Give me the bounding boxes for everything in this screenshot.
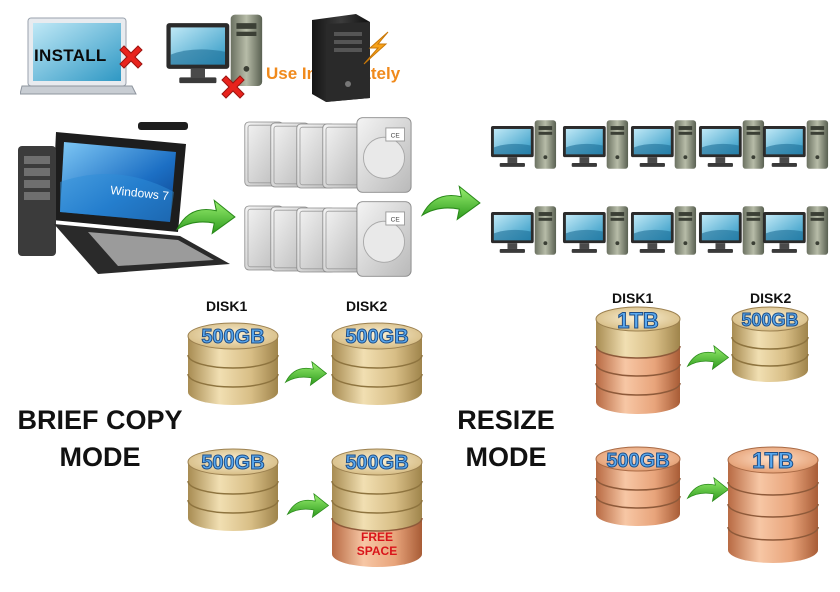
arrow-icon — [686, 344, 730, 374]
hard-disk-stack-top — [244, 114, 424, 198]
rugged-laptop-illustration: Windows 7 — [18, 122, 232, 282]
brief-mode-line2: MODE — [59, 442, 141, 472]
free-label-line1: FREE — [360, 530, 393, 544]
desktop-pc-illustration — [165, 10, 265, 92]
free-space-label: FREE SPACE — [330, 530, 424, 558]
arrow-icon — [420, 184, 482, 226]
resize-mode-line1: RESIZE — [457, 405, 555, 435]
hard-disk-stack-bottom — [244, 198, 424, 282]
disk-capacity: 500GB — [201, 326, 265, 349]
disk-capacity: 500GB — [741, 310, 799, 331]
brief-disk2-label: DISK2 — [346, 298, 388, 314]
install-label: INSTALL — [34, 46, 107, 65]
arrow-icon — [284, 360, 328, 390]
disk-cylinder: 500GB — [186, 448, 280, 534]
server-tower-illustration — [306, 10, 376, 104]
resize-mode-title: RESIZE MODE — [436, 402, 576, 476]
disk-cylinder: 500GB FREE SPACE — [330, 448, 424, 570]
disk-cylinder: 500GB — [594, 446, 682, 530]
disk-cylinder: 1TB — [594, 306, 682, 416]
free-label-line2: SPACE — [356, 544, 398, 558]
brief-disk1-label: DISK1 — [206, 298, 248, 314]
resize-disk1-label: DISK1 — [612, 290, 654, 306]
arrow-icon — [175, 198, 237, 240]
disk-capacity: 500GB — [345, 326, 409, 349]
cross-icon — [218, 72, 248, 102]
disk-capacity: 1TB — [617, 308, 660, 334]
disk-cylinder: 500GB — [186, 322, 280, 408]
lightning-bolt-icon — [358, 30, 394, 66]
disk-capacity: 500GB — [345, 452, 409, 475]
disk-cylinder: 500GB — [730, 306, 810, 386]
windows-label: Windows 7 — [110, 183, 170, 203]
disk-capacity: 500GB — [606, 450, 670, 473]
desktop-pc-grid — [490, 118, 830, 268]
brief-copy-mode-title: BRIEF COPY MODE — [10, 402, 190, 476]
arrow-icon — [286, 492, 330, 522]
resize-mode-line2: MODE — [465, 442, 547, 472]
laptop-install-illustration: INSTALL — [20, 14, 143, 98]
resize-disk2-label: DISK2 — [750, 290, 792, 306]
disk-capacity: 500GB — [201, 452, 265, 475]
brief-mode-line1: BRIEF COPY — [17, 405, 183, 435]
disk-cylinder: 500GB — [330, 322, 424, 408]
arrow-icon — [686, 476, 730, 506]
cross-icon — [116, 42, 146, 72]
disk-capacity: 1TB — [752, 448, 795, 474]
disk-cylinder: 1TB — [726, 446, 820, 566]
